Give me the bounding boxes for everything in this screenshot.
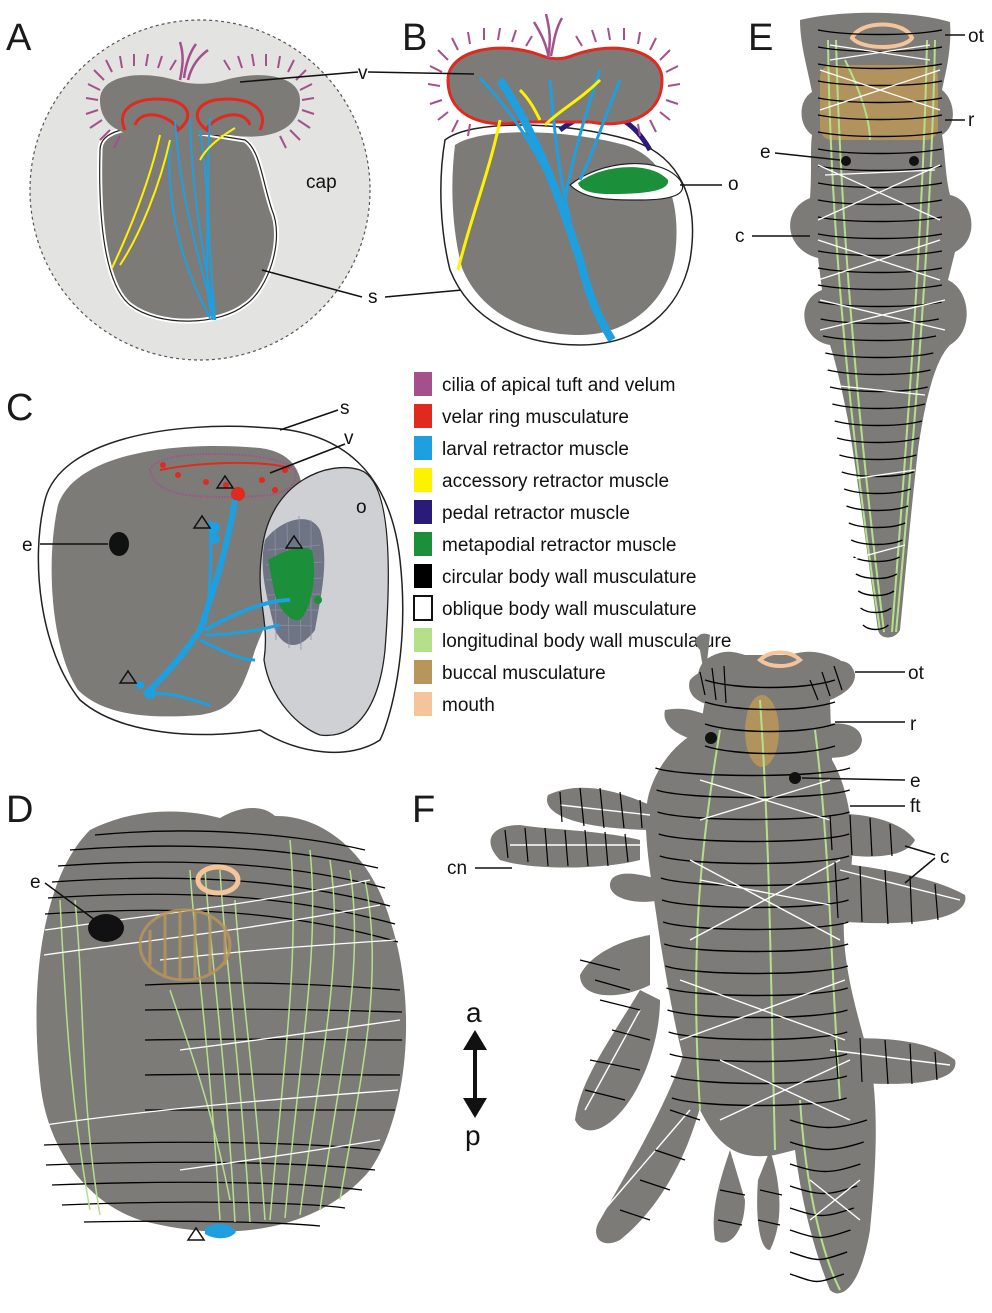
legend-swatch	[414, 660, 432, 684]
panel-letter-e: E	[748, 17, 773, 59]
legend-swatch	[414, 564, 432, 588]
label-cap: cap	[306, 172, 337, 193]
panel-b: B s o	[368, 14, 739, 345]
label-o-b: o	[728, 174, 739, 195]
label-cn-f: cn	[447, 858, 467, 879]
legend-label: oblique body wall musculature	[442, 599, 697, 620]
shell	[100, 127, 277, 321]
legend-swatch	[414, 596, 432, 620]
legend-label: metapodial retractor muscle	[442, 535, 676, 556]
label-s-c: s	[340, 398, 350, 419]
panel-a: A v cap	[6, 17, 370, 360]
axis-arrow: a p	[463, 997, 487, 1151]
panel-letter-f: F	[412, 789, 435, 831]
panel-e: E e c ot r	[735, 13, 985, 638]
eye-c	[109, 532, 129, 556]
panel-letter-d: D	[6, 789, 33, 831]
label-ot-e: ot	[968, 26, 985, 47]
label-r-e: r	[968, 110, 975, 131]
label-ft-f: ft	[910, 796, 921, 817]
legend-label: accessory retractor muscle	[442, 471, 669, 492]
legend-label: velar ring musculature	[442, 407, 629, 428]
eye-f-right	[789, 772, 801, 784]
legend: cilia of apical tuft and velum velar ring…	[414, 372, 731, 716]
label-s: s	[368, 287, 378, 308]
eye-e-right	[909, 156, 919, 166]
legend-swatch	[414, 468, 432, 492]
legend-label: pedal retractor muscle	[442, 503, 630, 524]
panel-letter-c: C	[6, 387, 33, 429]
legend-label: buccal musculature	[442, 663, 606, 684]
legend-label: larval retractor muscle	[442, 439, 629, 460]
legend-label: circular body wall musculature	[442, 567, 697, 588]
label-c-f: c	[940, 847, 950, 868]
legend-swatch	[414, 692, 432, 716]
legend-label: mouth	[442, 695, 495, 716]
legend-label: cilia of apical tuft and velum	[442, 375, 675, 396]
label-r-f: r	[910, 714, 917, 735]
label-e-f: e	[910, 771, 921, 792]
eye-f-left	[705, 732, 717, 744]
label-e-c: e	[22, 535, 33, 556]
label-ot-f: ot	[908, 663, 925, 684]
legend-swatch	[414, 436, 432, 460]
panel-letter-b: B	[402, 17, 427, 59]
legend-swatch	[414, 628, 432, 652]
panel-c: C	[6, 387, 403, 752]
label-e-d: e	[30, 872, 41, 893]
legend-swatch	[414, 372, 432, 396]
panel-f: F	[412, 634, 965, 1294]
label-c-e: c	[735, 226, 745, 247]
label-v-c: v	[344, 428, 354, 449]
panel-letter-a: A	[6, 17, 32, 59]
label-o-c: o	[356, 497, 367, 518]
velum-b	[448, 48, 662, 124]
panel-d: D	[6, 789, 406, 1240]
legend-swatch	[414, 532, 432, 556]
label-v: v	[358, 63, 368, 84]
axis-label-anterior: a	[466, 997, 482, 1028]
apical-tuft-b	[534, 14, 562, 58]
legend-swatch	[414, 500, 432, 524]
legend-swatch	[414, 404, 432, 428]
eye-e-left	[841, 156, 851, 166]
axis-label-posterior: p	[465, 1120, 481, 1151]
label-e-e: e	[760, 142, 771, 163]
legend-label: longitudinal body wall musculature	[442, 631, 731, 652]
